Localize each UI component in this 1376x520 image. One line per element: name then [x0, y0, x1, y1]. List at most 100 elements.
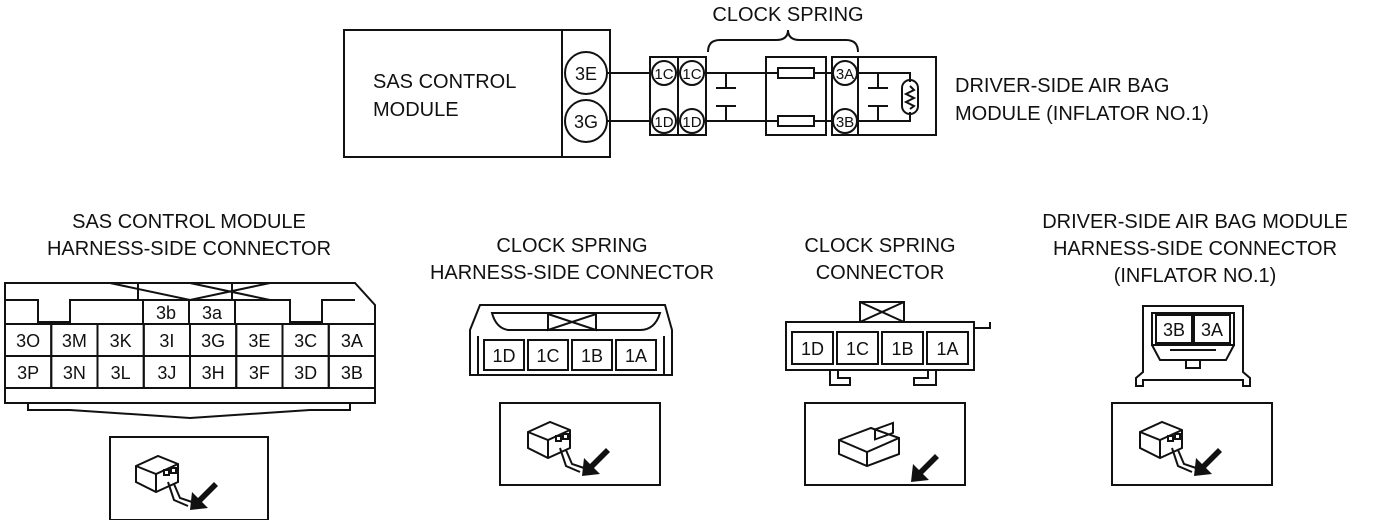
- airbag-pin-row: 3B 3A: [1155, 314, 1231, 344]
- cs-connector-pin-1A: 1A: [926, 331, 969, 365]
- airbag-short-symbol: [857, 72, 888, 122]
- sas-pin-3L: 3L: [96, 355, 145, 389]
- cs-harness-pin-1B: 1B: [571, 339, 613, 371]
- cs-connector-pin-1D-label: 1D: [801, 339, 824, 359]
- airbag-pin-frame: [1151, 312, 1235, 346]
- sas-pin-3M: 3M: [50, 323, 99, 357]
- sas-pin-3G-label: 3G: [201, 331, 225, 351]
- sas-pin-3E-label: 3E: [248, 331, 270, 351]
- sas-pin-3b-label: 3b: [156, 303, 176, 323]
- sas-module-label-line2: MODULE: [373, 99, 459, 121]
- cs-connector-view-direction-icon: [838, 421, 939, 482]
- inflator-body: [901, 79, 919, 115]
- clock-spring-connector: CLOCK SPRING CONNECTOR 1D 1C 1B 1A: [785, 235, 991, 486]
- cs-connector-side-tab: [974, 322, 991, 329]
- cs-connector-housing: [785, 321, 975, 371]
- cs-connector-pin-1B-label: 1B: [891, 339, 913, 359]
- cs-pin-a-top-circle: [651, 60, 677, 86]
- cs-harness-pin-1A: 1A: [615, 339, 657, 371]
- airbag-pin-3A-label: 3A: [1201, 320, 1223, 340]
- sas-connector: SAS CONTROL MODULE HARNESS-SIDE CONNECTO…: [4, 211, 376, 520]
- cs-harness-title-line1: CLOCK SPRING: [496, 235, 647, 257]
- airbag-pin-3B-label: 3B: [1163, 320, 1185, 340]
- sas-pin-top-label: 3E: [575, 64, 597, 84]
- sas-pin-3I-label: 3I: [159, 331, 174, 351]
- sas-housing-right-latch: [231, 283, 355, 323]
- sas-control-module-box: [343, 29, 611, 158]
- clock-spring-label: CLOCK SPRING: [712, 4, 863, 26]
- sas-pin-3A: 3A: [327, 323, 376, 357]
- clock-spring-short-symbol-left: [704, 72, 736, 122]
- sas-pin-3D-label: 3D: [294, 363, 317, 383]
- cs-pin-b-bottom-label: 1D: [682, 114, 701, 131]
- cs-pin-a-bottom-circle: [651, 108, 677, 134]
- cs-connector-x-marker: [859, 301, 905, 323]
- airbag-connector-housing: [1135, 305, 1251, 387]
- airbag-harness-connector: DRIVER-SIDE AIR BAG MODULE HARNESS-SIDE …: [1042, 211, 1348, 486]
- cs-connector-pin-1B: 1B: [881, 331, 924, 365]
- cs-connector-pin-1C-label: 1C: [846, 339, 869, 359]
- sas-connector-title-line1: SAS CONTROL MODULE: [72, 211, 306, 233]
- cs-pin-b-top-label: 1C: [682, 66, 701, 83]
- sas-pin-3I: 3I: [142, 323, 191, 357]
- cs-harness-pin-1C: 1C: [527, 339, 569, 371]
- sas-pin-3J-label: 3J: [157, 363, 176, 383]
- airbag-connector-title-line3: (INFLATOR NO.1): [1114, 265, 1277, 287]
- clock-spring-coil-bottom: [777, 115, 815, 127]
- cs-pin-a-bottom-label: 1D: [654, 114, 673, 131]
- airbag-module-box: [831, 56, 937, 136]
- airbag-pin-3A: 3A: [1193, 314, 1231, 344]
- sas-pin-bottom-label: 3G: [574, 112, 598, 132]
- cs-harness-view-icon-frame: [499, 402, 661, 486]
- cs-connector-pin-row: 1D 1C 1B 1A: [791, 331, 969, 365]
- cs-connector-pin-1A-label: 1A: [936, 339, 958, 359]
- airbag-pin-top-label: 3A: [836, 66, 854, 83]
- sas-pin-3P-label: 3P: [17, 363, 39, 383]
- clock-spring-connector-b: [677, 56, 707, 136]
- sas-pin-3P: 3P: [4, 355, 53, 389]
- sas-pin-3K-label: 3K: [110, 331, 132, 351]
- cs-connector-pin-1C: 1C: [836, 331, 879, 365]
- clock-spring-brace: [707, 29, 859, 53]
- clock-spring-body: [765, 56, 827, 136]
- airbag-connector-title-line1: DRIVER-SIDE AIR BAG MODULE: [1042, 211, 1348, 233]
- sas-pin-3F-label: 3F: [249, 363, 270, 383]
- sas-pin-3N: 3N: [50, 355, 99, 389]
- sas-view-icon-frame: [109, 436, 269, 520]
- cs-pin-a-top-label: 1C: [654, 66, 673, 83]
- airbag-label-line1: DRIVER-SIDE AIR BAG: [955, 75, 1170, 97]
- sas-x-marker: [109, 282, 271, 302]
- sas-pin-3J: 3J: [142, 355, 191, 389]
- airbag-pin-3B: 3B: [1155, 314, 1193, 344]
- sas-pin-3B-label: 3B: [341, 363, 363, 383]
- inflator-resistor-icon: [903, 85, 917, 110]
- sas-pin-3b: 3b: [142, 299, 190, 325]
- sas-view-direction-icon: [135, 454, 218, 510]
- sas-pin-3L-label: 3L: [111, 363, 131, 383]
- airbag-view-icon-frame: [1111, 402, 1273, 486]
- sas-pin-3a-label: 3a: [202, 303, 223, 323]
- sas-pin-3H: 3H: [189, 355, 238, 389]
- sas-module-label-line1: SAS CONTROL: [373, 71, 516, 93]
- sas-pin-3E: 3E: [235, 323, 284, 357]
- cs-harness-pin-1B-label: 1B: [581, 346, 603, 366]
- cs-connector-view-icon-frame: [804, 402, 966, 486]
- sas-pin-3M-label: 3M: [62, 331, 87, 351]
- sas-connector-title-line2: HARNESS-SIDE CONNECTOR: [47, 238, 331, 260]
- airbag-view-direction-icon: [1139, 420, 1222, 476]
- airbag-connector-lock: [1151, 344, 1235, 369]
- sas-pin-3K: 3K: [96, 323, 145, 357]
- sas-pin-3a: 3a: [188, 299, 236, 325]
- cs-harness-x-marker: [547, 312, 597, 332]
- airbag-pin-bottom-label: 3B: [836, 114, 854, 131]
- sas-pin-3G: 3G: [189, 323, 238, 357]
- sas-pin-3D: 3D: [281, 355, 330, 389]
- sas-housing-left-latch: [5, 283, 139, 323]
- cs-connector-title-line1: CLOCK SPRING: [804, 235, 955, 257]
- sas-pin-3B: 3B: [327, 355, 376, 389]
- cs-connector-title-line2: CONNECTOR: [816, 262, 945, 284]
- cs-harness-housing: [469, 304, 673, 376]
